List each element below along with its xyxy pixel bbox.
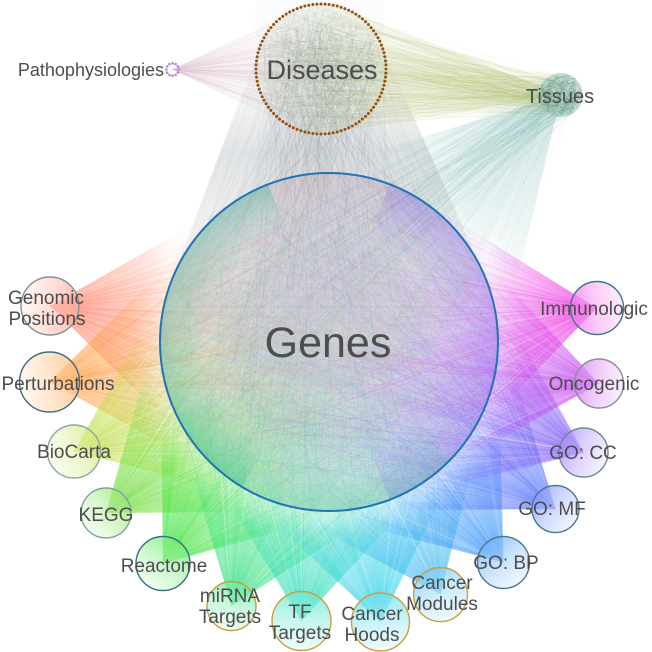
svg-text:Perturbations: Perturbations [1, 374, 114, 395]
svg-text:GO: CC: GO: CC [549, 443, 617, 464]
svg-text:Positions: Positions [8, 309, 85, 330]
svg-text:Tissues: Tissues [526, 86, 594, 108]
svg-text:Reactome: Reactome [121, 556, 208, 577]
svg-text:TF: TF [288, 602, 311, 623]
svg-text:BioCarta: BioCarta [37, 442, 111, 463]
svg-text:miRNA: miRNA [200, 586, 260, 607]
svg-text:Immunologic: Immunologic [540, 299, 648, 320]
svg-text:GO: BP: GO: BP [473, 553, 538, 574]
svg-text:Pathophysiologies: Pathophysiologies [18, 60, 164, 80]
svg-text:Genomic: Genomic [8, 288, 84, 309]
svg-text:Targets: Targets [199, 607, 261, 628]
svg-text:Cancer: Cancer [341, 604, 403, 625]
svg-text:Diseases: Diseases [266, 55, 377, 85]
svg-text:Modules: Modules [406, 594, 478, 615]
svg-text:KEGG: KEGG [79, 505, 134, 526]
svg-text:Oncogenic: Oncogenic [549, 374, 640, 395]
svg-text:GO: MF: GO: MF [518, 499, 586, 520]
svg-text:Targets: Targets [269, 623, 331, 644]
svg-text:Genes: Genes [265, 319, 392, 367]
svg-text:Hoods: Hoods [345, 625, 400, 646]
svg-text:Cancer: Cancer [411, 573, 473, 594]
